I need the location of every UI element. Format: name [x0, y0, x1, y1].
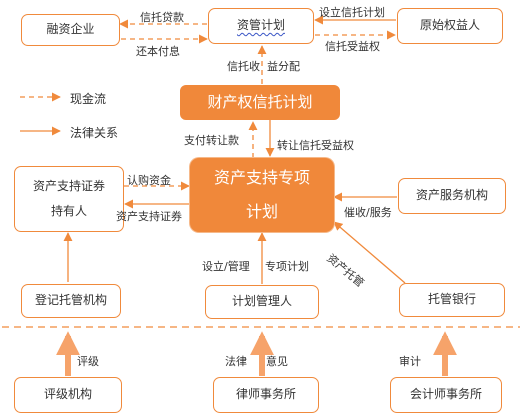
label-trust-income: 信托收: [227, 60, 260, 73]
label-collection: 催收/服务: [344, 206, 392, 219]
label-special-plan: 专项计划: [265, 260, 309, 273]
edge-custody: [333, 221, 406, 284]
node-securities-holder: 资产支持证券持有人: [14, 166, 124, 232]
label-legal: 法律: [225, 355, 247, 368]
node-property-trust-plan: 财产权信托计划: [180, 85, 340, 120]
node-plan-manager-label: 计划管理人: [231, 294, 292, 309]
node-accounting-firm: 会计师事务所: [390, 377, 502, 413]
node-asset-service-org: 资产服务机构: [398, 178, 506, 214]
node-asset-support-plan-label: 资产支持专项计划: [213, 168, 310, 221]
node-asset-support-plan: 资产支持专项计划: [190, 158, 334, 232]
label-benefit-distribution: 益分配: [267, 60, 300, 73]
node-asset-service-org-label: 资产服务机构: [415, 188, 488, 203]
node-accounting-firm-label: 会计师事务所: [409, 387, 482, 402]
label-repay: 还本付息: [136, 45, 180, 58]
node-plan-manager: 计划管理人: [205, 285, 319, 319]
legend-cash-flow-label: 现金流: [70, 92, 107, 106]
node-custodian-bank-label: 托管银行: [427, 292, 476, 307]
node-rating-agency-label: 评级机构: [43, 387, 92, 402]
node-financing-company: 融资企业: [21, 14, 120, 46]
node-property-trust-plan-label: 财产权信托计划: [207, 92, 313, 111]
node-asset-mgmt-plan: 资管计划: [208, 8, 314, 44]
node-registry-custodian: 登记托管机构: [21, 284, 121, 318]
node-rating-agency: 评级机构: [14, 377, 122, 413]
node-asset-mgmt-plan-label: 资管计划: [236, 18, 285, 33]
label-set-trust: 设立信托计划: [319, 6, 385, 19]
label-setup-manage: 设立/管理: [202, 260, 250, 273]
label-securities: 资产支持证券: [116, 210, 182, 223]
node-securities-holder-label: 资产支持证券持有人: [32, 178, 105, 218]
label-subscribe: 认购资金: [127, 174, 171, 187]
node-registry-custodian-label: 登记托管机构: [34, 293, 107, 308]
label-beneficiary-right: 信托受益权: [325, 40, 380, 53]
label-pay-transfer: 支付转让款: [184, 134, 239, 147]
node-original-beneficiary-label: 原始权益人: [419, 18, 480, 33]
node-original-beneficiary: 原始权益人: [397, 8, 503, 44]
node-custodian-bank: 托管银行: [399, 283, 505, 317]
label-transfer-right: 转让信托受益权: [277, 139, 354, 152]
label-rating: 评级: [77, 355, 99, 368]
node-law-firm: 律师事务所: [213, 377, 319, 413]
label-audit: 审计: [399, 355, 421, 368]
label-trust-loan: 信托贷款: [140, 11, 184, 24]
node-financing-company-label: 融资企业: [46, 22, 95, 37]
label-opinion: 意见: [266, 355, 288, 368]
legend-legal-relation-label: 法律关系: [70, 126, 119, 140]
node-law-firm-label: 律师事务所: [235, 387, 296, 402]
